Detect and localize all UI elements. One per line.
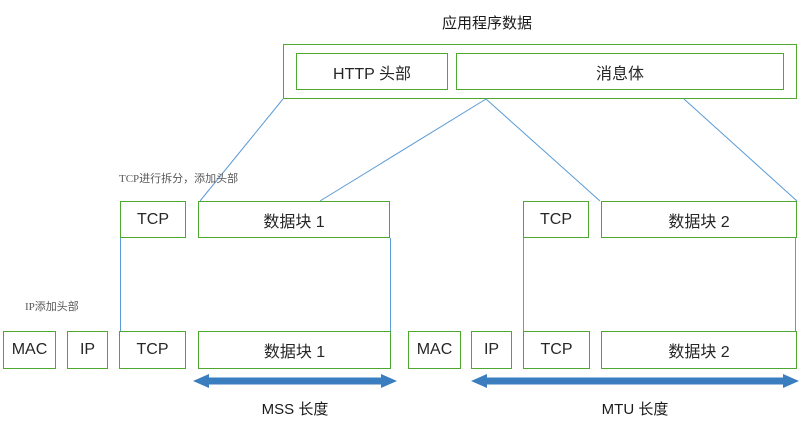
mac-header-label-right: MAC	[416, 341, 453, 358]
ip-header-box-left: IP	[67, 331, 108, 369]
http-header-box: HTTP 头部	[296, 53, 448, 90]
data-chunk-box-2-ip: 数据块 2	[601, 331, 797, 369]
tcp-split-note: TCP进行拆分，添加头部	[119, 173, 239, 185]
ip-header-note: IP添加头部	[25, 301, 79, 313]
tcp-header-label-left-ip: TCP	[136, 341, 169, 358]
mss-length-label: MSS 长度	[261, 401, 329, 418]
mac-header-box-left: MAC	[3, 331, 56, 369]
data-chunk-box-2-tcp: 数据块 2	[601, 201, 797, 238]
tcp-header-box-right: TCP	[523, 201, 589, 238]
data-chunk-box-1-ip: 数据块 1	[198, 331, 391, 369]
mac-header-label-left: MAC	[11, 341, 48, 358]
mtu-length-label: MTU 长度	[601, 401, 669, 418]
tcp-header-label-right: TCP	[540, 210, 572, 228]
tcp-header-label-right-ip: TCP	[540, 341, 573, 358]
http-header-label: HTTP 头部	[333, 65, 411, 83]
application-data-container	[283, 44, 797, 99]
ip-header-label-left: IP	[79, 341, 96, 358]
message-body-label: 消息体	[595, 65, 644, 83]
data-chunk-label-2-ip: 数据块 2	[668, 344, 730, 361]
data-chunk-label-2-tcp: 数据块 2	[668, 213, 730, 231]
data-chunk-label-1-ip: 数据块 1	[263, 344, 326, 361]
message-body-box: 消息体	[456, 53, 784, 90]
data-chunk-box-1-tcp: 数据块 1	[198, 201, 390, 238]
tcp-header-label-left: TCP	[137, 210, 169, 228]
tcp-header-box-left-ip: TCP	[119, 331, 186, 369]
tcp-header-box-left: TCP	[120, 201, 186, 238]
mac-header-box-right: MAC	[408, 331, 461, 369]
data-chunk-label-1-tcp: 数据块 1	[263, 213, 325, 231]
ip-header-box-right: IP	[471, 331, 512, 369]
ip-header-label-right: IP	[483, 341, 500, 358]
tcp-header-box-right-ip: TCP	[523, 331, 590, 369]
page-title: 应用程序数据	[442, 15, 533, 32]
mtu-arrow	[471, 374, 799, 388]
mss-arrow	[193, 374, 397, 388]
